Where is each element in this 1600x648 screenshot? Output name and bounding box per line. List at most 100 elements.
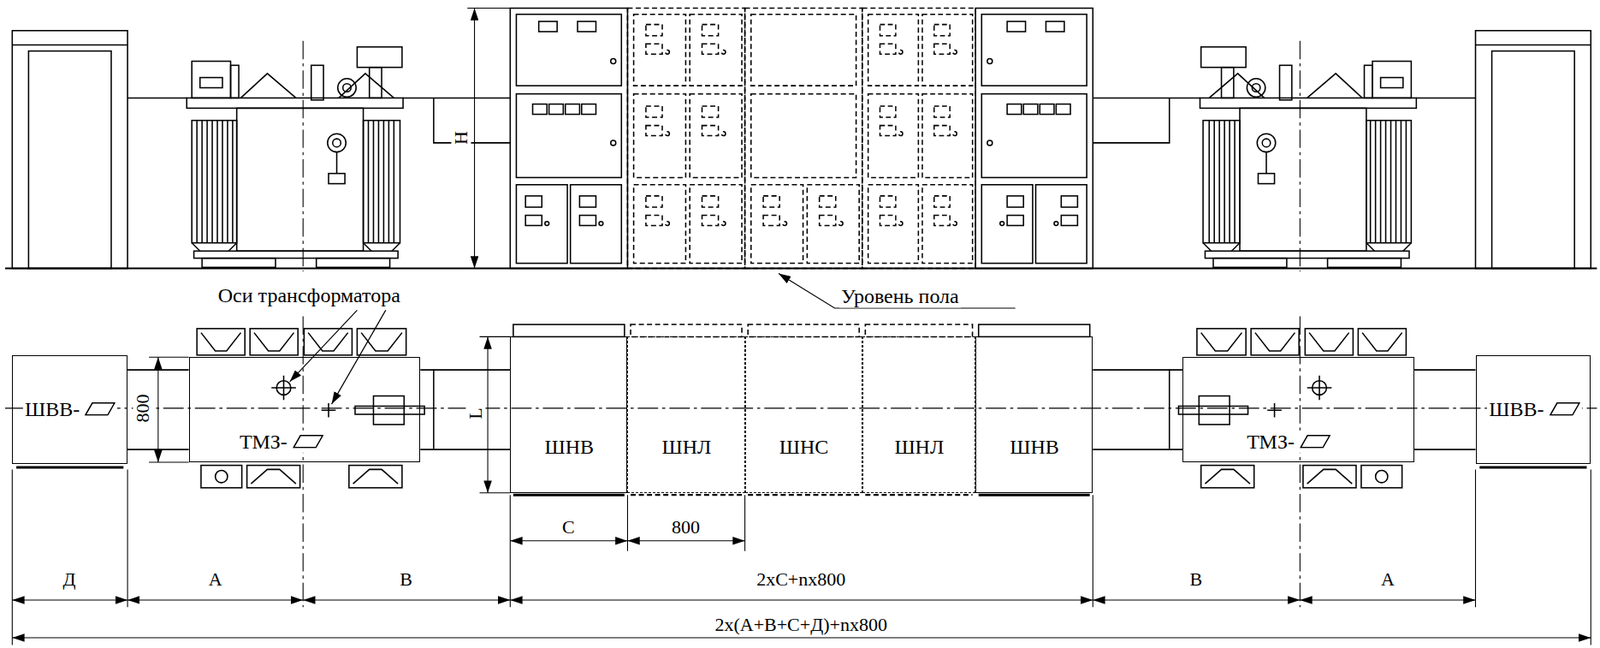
dimension-lines: [302, 598, 510, 600]
number-field: [1299, 434, 1331, 449]
cabinet-plan: ШВВ-: [11, 355, 128, 465]
label-group: ТМЗ-: [1244, 430, 1333, 453]
callout-text: Уровень пола: [839, 285, 961, 308]
bus-duct: [1092, 369, 1183, 450]
dimension-lines: [627, 494, 745, 552]
dimension-lines: [11, 598, 128, 600]
dashed-panels: [751, 94, 857, 178]
dashed-panels: [627, 8, 976, 269]
number-field: [293, 435, 323, 448]
dimension-lines: [487, 336, 489, 492]
switchgear-plan-lids: [513, 493, 1091, 497]
switchgear-plan-lids: [630, 493, 973, 496]
cabinet-label: ШНЛ: [894, 435, 944, 458]
switchgear-plan-lids: [630, 324, 742, 337]
dimension-lines: [127, 598, 303, 600]
dashed-panels: [751, 14, 857, 86]
dimension-lines: [509, 539, 628, 541]
dashed-panels: [745, 8, 863, 269]
label-group: ШНЛ: [892, 435, 946, 458]
dashed-panels: [819, 195, 843, 226]
dimension-label: 800: [669, 517, 702, 538]
dimension-label: А: [1379, 569, 1397, 590]
dimension-lines: [627, 539, 745, 541]
leader-lines: [290, 309, 358, 381]
switchgear-plan-lids: [865, 324, 972, 337]
dimension-lines: [1299, 598, 1476, 600]
panel-plan: ШНЛ: [862, 336, 976, 492]
panel-elevation: [509, 8, 628, 269]
label-group: ТМЗ-: [237, 430, 326, 453]
dashed-panels: [862, 8, 976, 269]
cabinet-label: ШНС: [779, 435, 830, 458]
label-group: ШНВ: [1007, 435, 1061, 458]
illustration: [5, 8, 1597, 646]
panel-plan: ШНВ: [975, 336, 1093, 492]
transformer-plan: ТМЗ-: [1182, 356, 1415, 463]
cabinet-label: ШНВ: [544, 435, 594, 458]
dashed-panels: [634, 14, 742, 264]
label-group: ШВВ-: [1487, 397, 1582, 421]
dimension-lines: [474, 8, 475, 269]
cabinet-label: ШВВ-: [1488, 397, 1544, 421]
dimension-label: С: [560, 517, 577, 538]
dashed-panels: [806, 184, 860, 264]
bus-duct: [420, 369, 510, 450]
cabinet-label: ШНЛ: [661, 435, 712, 458]
dashed-panels: [751, 184, 804, 264]
cabinet-plan: ШВВ-: [1475, 355, 1592, 465]
switchgear-plan-lids: [513, 324, 1091, 495]
transformer-plan: ТМЗ-: [189, 356, 421, 463]
number-field: [1549, 402, 1581, 416]
switchgear-plan-lids: [630, 324, 973, 495]
callout-text: Оси трансформатора: [216, 284, 403, 307]
label-group: ШНЛ: [659, 435, 713, 458]
number-field: [84, 402, 116, 416]
bus-duct: [420, 369, 510, 450]
cabinet-label: ШНВ: [1009, 435, 1060, 458]
label-group: ШВВ-: [23, 397, 118, 421]
number-field: [292, 434, 324, 449]
bus-duct: [127, 369, 190, 450]
dashed-panels: [763, 195, 787, 226]
dimension-lines: [11, 8, 1591, 639]
label-group: ШНС: [777, 435, 831, 458]
dimension-label: 800: [132, 391, 153, 424]
dimension-lines: [467, 7, 510, 9]
dimension-label: В: [397, 569, 415, 590]
number-field: [1550, 402, 1580, 415]
bus-duct: [1092, 369, 1183, 450]
panel-elevation: [975, 8, 1093, 269]
right-elevation: [1092, 30, 1591, 272]
dashed-panels: [627, 8, 745, 269]
dimension-label: Н: [451, 129, 472, 147]
dimension-label: В: [1187, 569, 1204, 590]
right-plan: [1092, 316, 1591, 646]
switchgear-plan-lids: [513, 324, 625, 337]
bus-duct: [1414, 369, 1476, 450]
dimension-label: L: [465, 405, 486, 421]
leader-lines: [778, 272, 1016, 309]
left-elevation: [11, 30, 510, 272]
number-field: [1300, 435, 1330, 448]
dimension-label: 2хС+nх800: [754, 569, 848, 590]
dimension-label: А: [207, 569, 225, 590]
dashed-panels: [868, 14, 973, 264]
dimension-lines: [157, 356, 159, 463]
panel-plan: ШНЛ: [627, 336, 745, 492]
panel-plan: ШНВ: [509, 336, 628, 492]
panel-plan: ШНС: [745, 336, 863, 492]
floor-line: [5, 267, 1597, 270]
left-plan: [11, 316, 510, 646]
cabinet-label: ШВВ-: [24, 397, 80, 421]
cabinet-label: ТМЗ-: [239, 430, 288, 453]
number-field: [85, 402, 115, 415]
dimension-lines: [1092, 598, 1300, 600]
switchgear-plan-lids: [978, 324, 1091, 337]
bus-duct: [1414, 369, 1476, 450]
